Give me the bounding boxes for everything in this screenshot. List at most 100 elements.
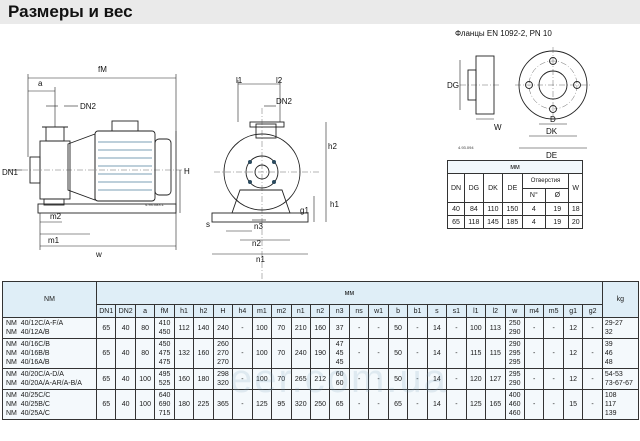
column-header: m5	[543, 304, 564, 318]
table-cell: 112	[173, 317, 195, 339]
table-cell: 260 270 270	[212, 338, 234, 369]
table-cell: 165	[485, 389, 506, 420]
table-cell: -	[582, 317, 603, 339]
svg-text:w: w	[95, 250, 102, 259]
table-cell: 180	[193, 368, 214, 390]
table-cell: -	[446, 368, 467, 390]
unit-header: мм	[96, 281, 603, 305]
svg-text:a: a	[38, 79, 43, 88]
table-cell: 250	[309, 389, 331, 420]
table-cell: 40	[115, 368, 136, 390]
svg-text:g1: g1	[300, 206, 309, 215]
flange-col-header: DG	[464, 173, 484, 203]
flange-col-header: W	[568, 173, 583, 203]
table-cell: 240	[290, 338, 311, 369]
table-cell: 410 450	[154, 317, 175, 339]
column-header: m1	[251, 304, 273, 318]
svg-text:m2: m2	[50, 212, 62, 221]
table-cell: 240	[212, 317, 234, 339]
table-cell: 210	[290, 317, 311, 339]
column-header: m2	[271, 304, 292, 318]
table-cell: 40	[115, 389, 136, 420]
svg-text:D: D	[550, 115, 556, 124]
table-cell: -	[446, 338, 467, 369]
column-header: DN2	[115, 304, 136, 318]
table-cell: -	[368, 317, 389, 339]
table-cell: 160	[193, 338, 214, 369]
column-header: s	[426, 304, 448, 318]
table-cell: -	[582, 368, 603, 390]
column-header: w	[504, 304, 525, 318]
table-cell: 120	[465, 368, 487, 390]
weight-cell: 39 46 48	[601, 338, 639, 369]
svg-text:DN1: DN1	[2, 168, 19, 177]
model-name-cell: NM 40/25C/C NM 40/25B/C NM 40/25A/C	[2, 389, 97, 420]
table-cell: -	[446, 389, 467, 420]
flange-sub-header: N°	[521, 187, 547, 203]
table-cell: 14	[426, 317, 448, 339]
table-cell: -	[348, 338, 370, 369]
svg-text:n2: n2	[252, 239, 261, 248]
kg-header: kg	[601, 281, 639, 318]
table-cell: 95	[271, 389, 292, 420]
table-cell: 37	[329, 317, 350, 339]
table-cell: 14	[426, 389, 448, 420]
column-header: g2	[582, 304, 603, 318]
flange-cell: 65	[446, 215, 466, 229]
table-cell: -	[446, 317, 467, 339]
table-cell: 190	[309, 338, 331, 369]
flange-cell: 150	[502, 202, 523, 216]
column-header: s1	[446, 304, 467, 318]
svg-text:DN2: DN2	[80, 102, 97, 111]
table-cell: 100	[465, 317, 487, 339]
table-cell: 160	[173, 368, 195, 390]
table-cell: -	[523, 317, 545, 339]
table-cell: 265	[290, 368, 311, 390]
table-cell: 65	[95, 317, 117, 339]
table-cell: -	[368, 338, 389, 369]
table-cell: 115	[465, 338, 487, 369]
column-header: h4	[232, 304, 253, 318]
column-header: n2	[309, 304, 331, 318]
column-header: l1	[465, 304, 487, 318]
flange-cell: 19	[545, 215, 570, 229]
page-title: Размеры и вес	[8, 2, 133, 21]
table-cell: -	[232, 317, 253, 339]
table-cell: 14	[426, 338, 448, 369]
table-cell: 113	[485, 317, 506, 339]
svg-text:m1: m1	[48, 236, 60, 245]
table-row: NM 40/25C/C NM 40/25B/C NM 40/25A/C 65 40 1…	[2, 389, 639, 420]
table-cell: 65	[387, 389, 409, 420]
svg-text:DN2: DN2	[276, 97, 293, 106]
column-header: m4	[523, 304, 545, 318]
table-cell: 495 525	[154, 368, 175, 390]
front-view-drawing: l1 l2 DN2 h2 g1 h1 s n3 n2 n1	[206, 76, 339, 280]
flange-cell: 84	[464, 202, 484, 216]
svg-text:h1: h1	[330, 200, 339, 209]
table-cell: -	[582, 338, 603, 369]
table-cell: 40	[115, 338, 136, 369]
table-cell: -	[232, 338, 253, 369]
column-header: h2	[193, 304, 214, 318]
table-cell: -	[543, 368, 564, 390]
watermark: eer.com.ua	[230, 357, 448, 401]
model-name-cell: NM 40/20C/A-D/A NM 40/20A/A-AR/A-B/A	[2, 368, 97, 390]
table-cell: 70	[271, 338, 292, 369]
column-header: ns	[348, 304, 370, 318]
column-header: DN1	[95, 304, 117, 318]
flange-cell: 20	[568, 215, 583, 229]
table-cell: 160	[309, 317, 331, 339]
dimension-drawings: fM a DN2 DN1 H m2 m1 w 4.93.083.1	[2, 29, 591, 280]
table-cell: -	[523, 368, 545, 390]
column-header: n3	[329, 304, 350, 318]
table-cell: 640 690 715	[154, 389, 175, 420]
column-header: b	[387, 304, 409, 318]
column-header: H	[212, 304, 234, 318]
svg-text:h2: h2	[328, 142, 337, 151]
svg-text:fM: fM	[98, 65, 107, 74]
table-cell: 225	[193, 389, 214, 420]
table-cell: 65	[95, 338, 117, 369]
flange-cell: 18	[568, 202, 583, 216]
